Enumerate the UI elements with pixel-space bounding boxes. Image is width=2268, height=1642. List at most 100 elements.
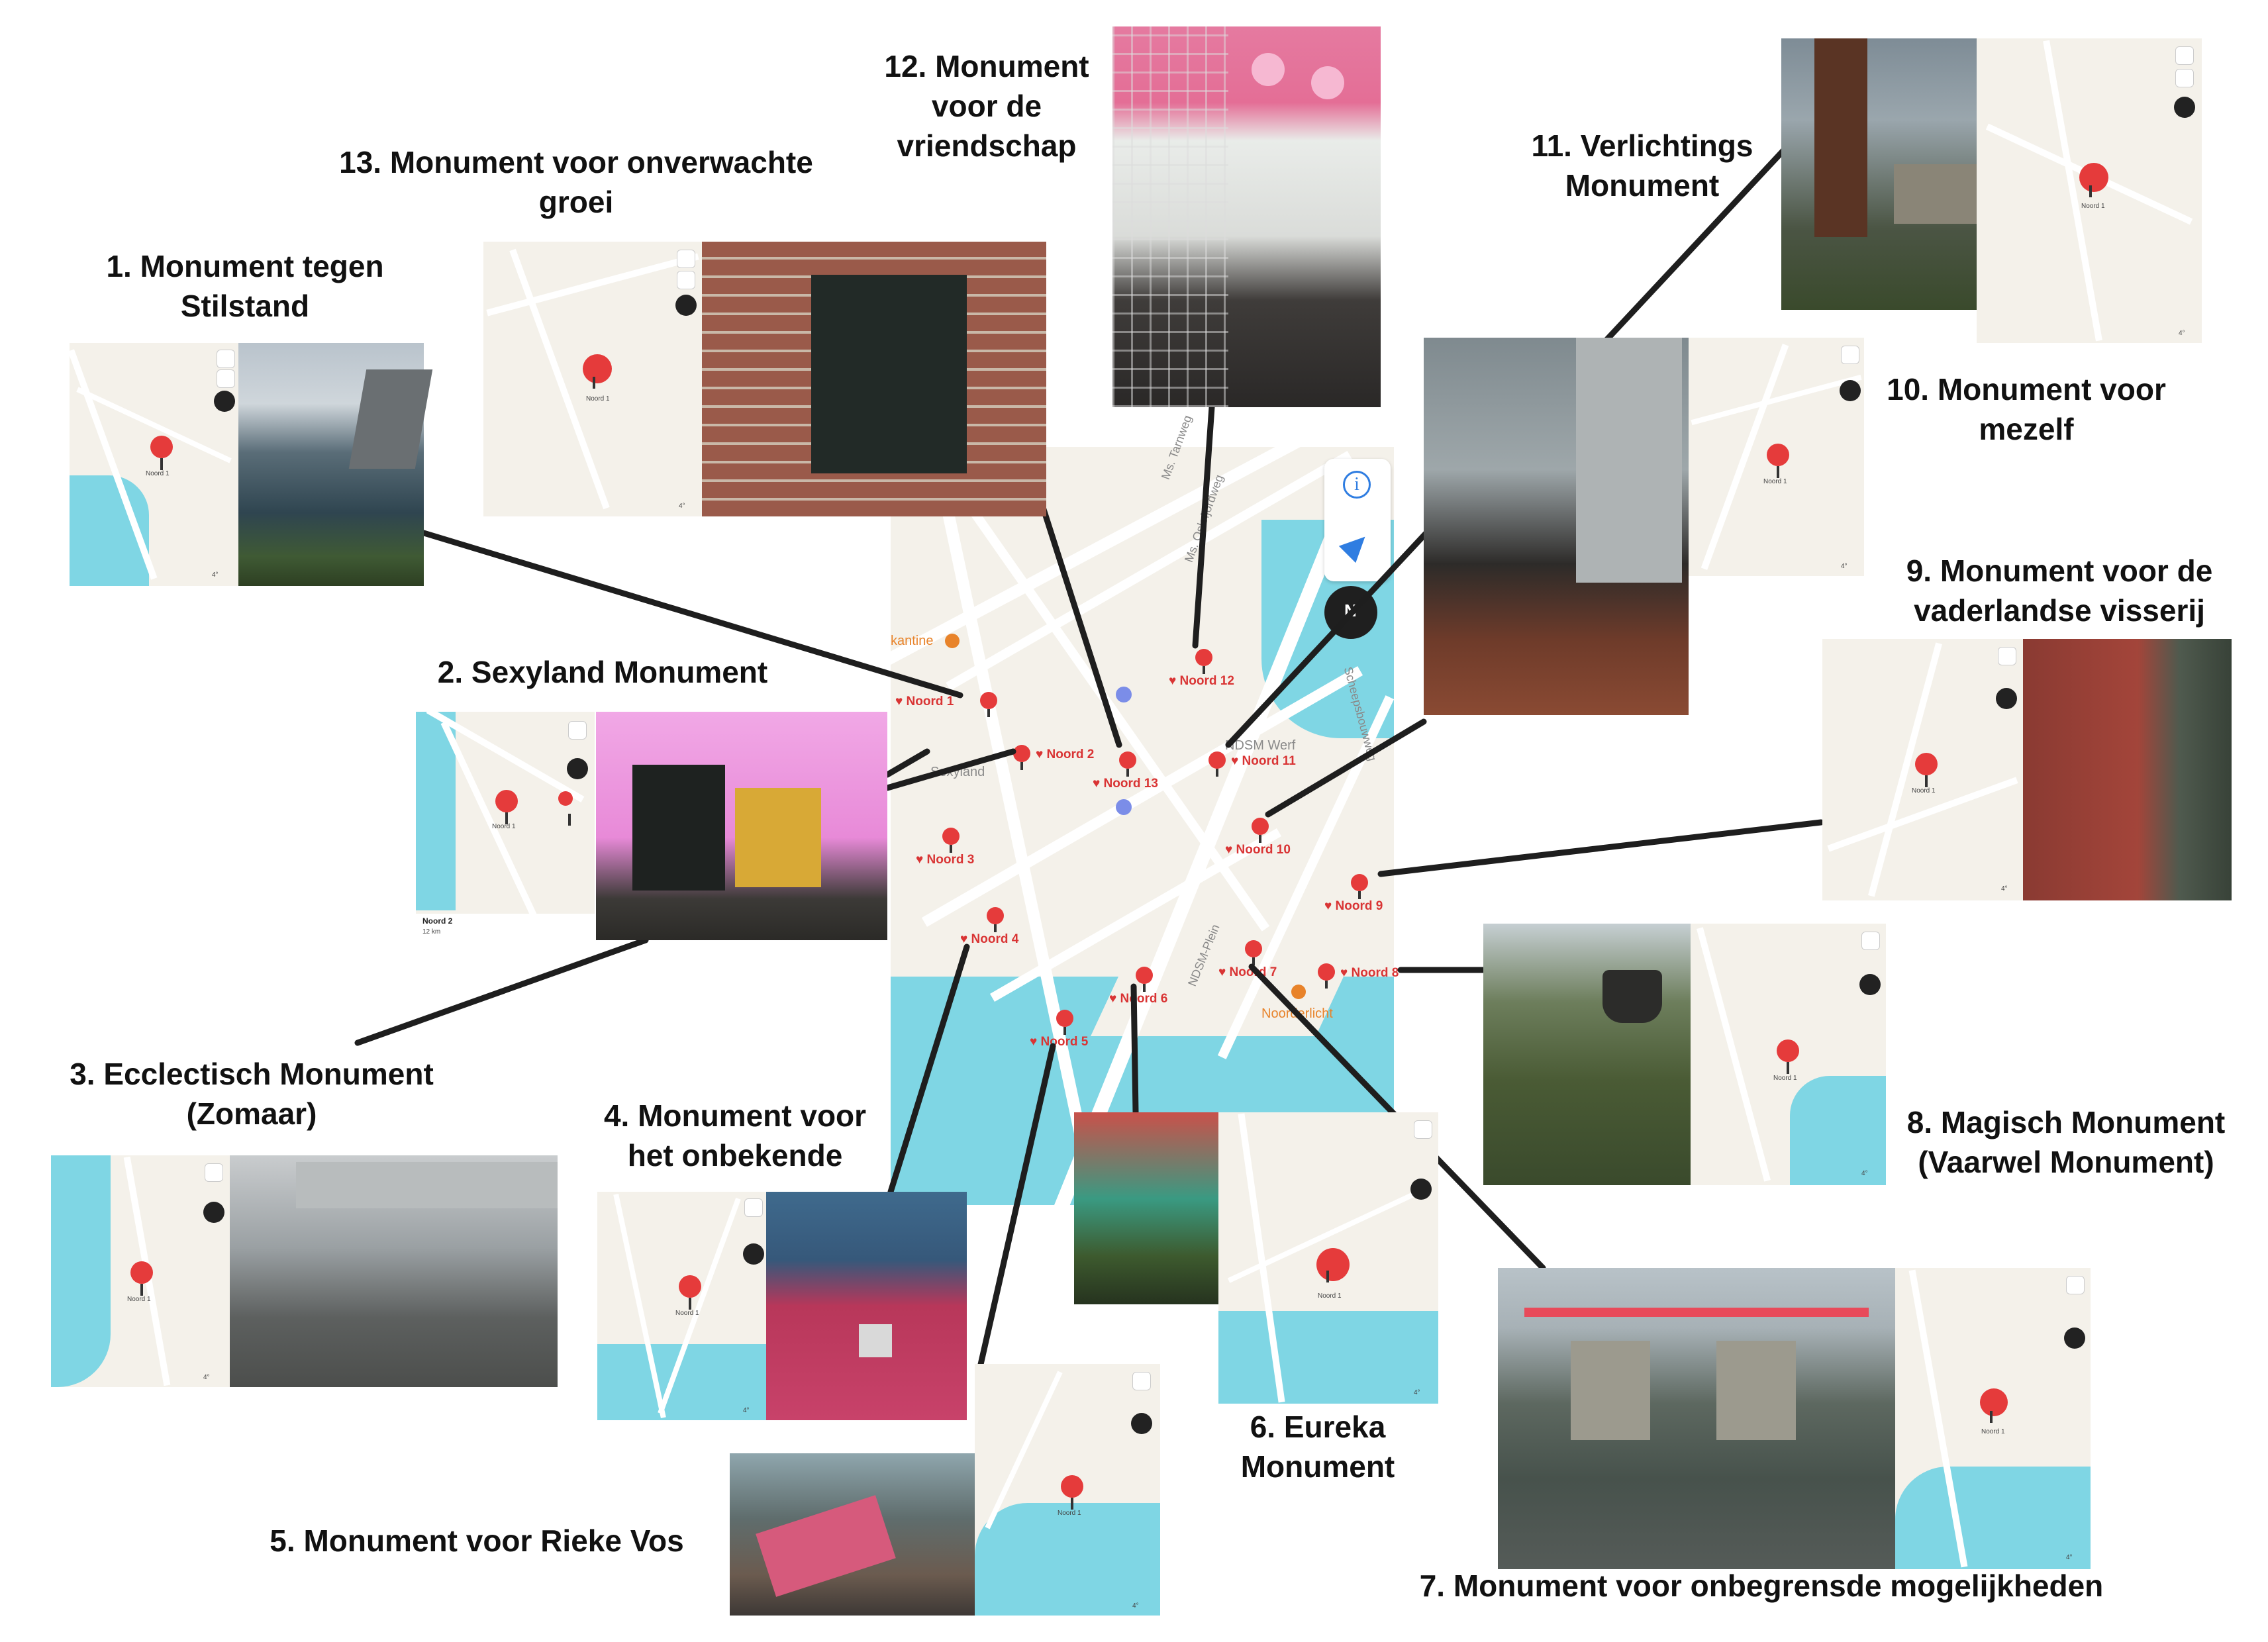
photo-container-door [859, 1324, 892, 1357]
fork-knife-icon [1291, 985, 1306, 999]
photo-heart [1311, 66, 1344, 99]
weather-cloud-icon: 4° [1132, 1602, 1139, 1610]
connector-m6 [1130, 983, 1139, 1116]
minimap-street [1697, 927, 1771, 1182]
photo-block [1894, 164, 1977, 224]
minimap-m5: Noord 1 4° [975, 1364, 1160, 1616]
compass-icon [203, 1202, 224, 1223]
connector-m2b [884, 748, 930, 778]
minimap-m9: Noord 1 4° [1822, 639, 2023, 900]
photo-trunk [1814, 38, 1867, 237]
map-pin-icon[interactable] [1318, 963, 1335, 989]
map-pin-stem [987, 709, 990, 717]
caption-m13: 13. Monument voor onverwachte groei [311, 142, 841, 222]
minimap-footer: Noord 2 12 km [416, 914, 595, 940]
map-pin-icon[interactable] [980, 692, 997, 717]
photo-m1 [238, 343, 433, 586]
connector-m3 [354, 937, 649, 1046]
minimap-pin-label: Noord 1 [1318, 1292, 1342, 1300]
minimap-m7: Noord 1 4° [1895, 1268, 2091, 1569]
map-pin-icon[interactable] [1119, 751, 1136, 777]
map-pin-stem [1259, 835, 1261, 843]
weather-cloud-icon: 4° [1414, 1389, 1420, 1396]
map-pin-icon [583, 354, 612, 389]
photo-m12 [1112, 26, 1381, 407]
caption-line: vaderlandse visserij [1914, 593, 2205, 628]
caption-m7: 7. Monument voor onbegrensde mogelijkhed… [1371, 1566, 2152, 1606]
photo-slab [296, 1162, 558, 1208]
caption-line: (Zomaar) [186, 1096, 317, 1131]
weather-cloud-icon: 4° [743, 1407, 750, 1414]
pin-label-noord-1: ♥ Noord 1 [895, 695, 954, 708]
map-pin-icon [495, 790, 518, 824]
caption-line: 4. Monument voor [603, 1098, 867, 1133]
info-icon[interactable]: i [1343, 471, 1371, 499]
minimap-pin-label: Noord 1 [1763, 478, 1787, 485]
photo-m9 [2023, 639, 2232, 900]
compass-icon [1859, 974, 1881, 995]
caption-line: het onbekende [627, 1138, 843, 1173]
caption-m11: 11. Verlichtings Monument [1497, 126, 1788, 205]
info-icon [217, 350, 235, 368]
weather-cloud-icon: 4° [212, 571, 219, 579]
pin-label-noord-5: ♥ Noord 5 [1030, 1035, 1089, 1049]
minimap-m3: Noord 1 4° [51, 1155, 230, 1387]
caption-m6: 6. Eureka Monument [1205, 1407, 1430, 1486]
map-pin-icon [1767, 444, 1789, 478]
map-pin-icon[interactable] [1136, 967, 1153, 992]
photo-heart [1252, 53, 1285, 86]
caption-line: 1. Monument tegen [106, 249, 384, 283]
info-icon [1841, 346, 1859, 364]
map-pin-icon[interactable] [1208, 751, 1226, 777]
map-pin-icon [150, 436, 173, 470]
photo-block [1571, 1341, 1650, 1440]
photo-rail [1524, 1308, 1869, 1317]
minimap-pin-label: Noord 1 [675, 1310, 699, 1317]
caption-line: 12. Monument [884, 49, 1089, 83]
caption-m8: 8. Magisch Monument (Vaarwel Monument) [1881, 1102, 2251, 1182]
pin-label-noord-8: ♥ Noord 8 [1340, 966, 1399, 980]
photo-box-black [632, 765, 725, 891]
weather-cloud-icon: 4° [2066, 1554, 2073, 1561]
info-icon [1132, 1372, 1151, 1390]
connector-m12 [1192, 404, 1215, 649]
location-arrow-icon [677, 271, 695, 289]
pin-label-noord-13: ♥ Noord 13 [1093, 777, 1158, 791]
weather-cloud-icon: 4° [1861, 1170, 1868, 1177]
info-icon [2175, 46, 2194, 65]
caption-line: vriendschap [897, 128, 1077, 163]
map-pin-icon [2079, 163, 2108, 197]
connector-m9 [1377, 819, 1824, 877]
photo-m8 [1483, 924, 1691, 1185]
map-pin-stem [950, 845, 952, 853]
weather-cloud-icon: 4° [679, 503, 685, 510]
minimap-pin-label: Noord 1 [2081, 203, 2105, 210]
map-pin-stem [1216, 769, 1218, 777]
map-pin-icon[interactable] [1252, 818, 1269, 843]
fork-knife-icon [945, 634, 960, 648]
map-pin-icon[interactable] [987, 907, 1004, 932]
map-pin-icon[interactable] [1013, 745, 1030, 770]
map-pin-stem [1126, 769, 1129, 777]
map-pin-icon[interactable] [1056, 1010, 1073, 1035]
map-pin-icon[interactable] [1351, 874, 1368, 899]
caption-m9: 9. Monument voor de vaderlandse visserij [1874, 551, 2245, 630]
photo-m3 [230, 1155, 558, 1387]
photo-m6 [1074, 1112, 1218, 1304]
caption-m4: 4. Monument voor het onbekende [583, 1096, 887, 1175]
map-pin-icon[interactable] [1195, 649, 1212, 674]
place-label-ndsm-werf: NDSM Werf [1225, 738, 1296, 753]
caption-line: 9. Monument voor de [1906, 554, 2213, 588]
pin-label-noord-3: ♥ Noord 3 [916, 853, 975, 867]
compass-icon [1410, 1179, 1432, 1200]
main-map[interactable]: Ms. Oslofjordweg Ms. Tarnweg Scheepsbouw… [864, 385, 1399, 1229]
connector-m2 [884, 748, 1016, 791]
photo-m11 [1781, 38, 1977, 310]
connector-m13 [1033, 483, 1122, 748]
info-icon [568, 721, 587, 740]
caption-m12: 12. Monument voor de vriendschap [867, 46, 1106, 166]
map-pin-icon[interactable] [1245, 940, 1262, 965]
caption-m5: 5. Monument voor Rieke Vos [238, 1521, 715, 1561]
map-pin-icon[interactable] [942, 828, 960, 853]
compass-icon [675, 295, 697, 316]
